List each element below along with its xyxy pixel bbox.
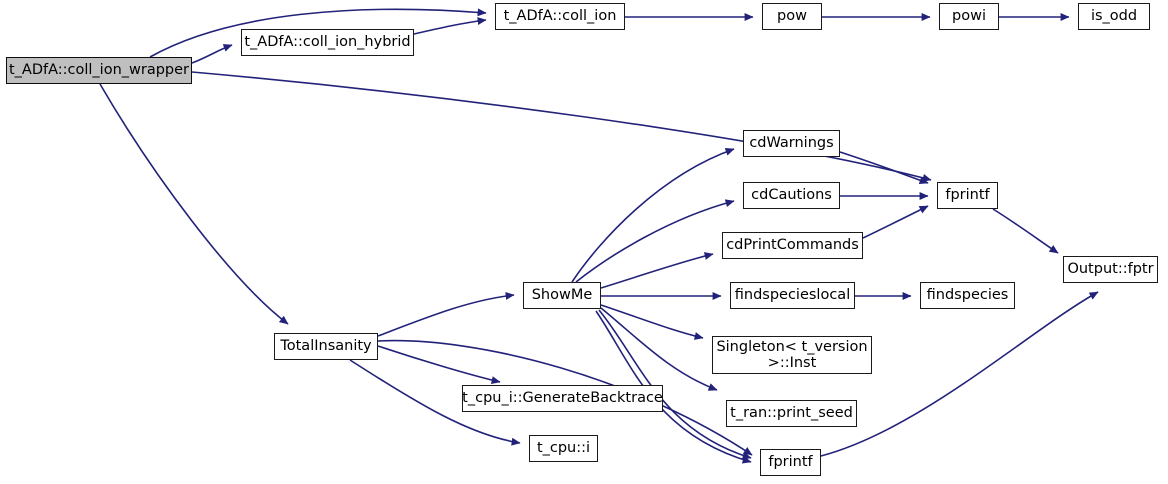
edge-showme-singleton: [600, 304, 704, 340]
edge-showme-cdprintcommands: [600, 252, 714, 289]
node-findspecieslocal[interactable]: findspecieslocal: [730, 282, 855, 309]
edge-showme-printseed: [600, 307, 718, 391]
node-coll_ion_wrapper[interactable]: t_ADfA::coll_ion_wrapper: [6, 57, 192, 84]
edge-wrapper-fprintf: [191, 71, 932, 182]
edge-wrapper-coll_ion: [149, 8, 487, 58]
edge-cdwarnings-fprintf: [839, 151, 929, 185]
node-TotalInsanity[interactable]: TotalInsanity: [274, 333, 378, 360]
edge-totalinsanity-tcpui: [349, 359, 521, 446]
edge-showme-cdwarnings: [571, 148, 735, 283]
node-fprintf_lower[interactable]: fprintf: [760, 449, 821, 476]
edge-showme-fprintf-lower-a: [598, 309, 752, 460]
node-pow[interactable]: pow: [762, 3, 822, 30]
node-fprintf_upper[interactable]: fprintf: [937, 182, 998, 209]
edge-wrapper-hybrid: [191, 44, 233, 64]
node-t_cpu_i[interactable]: t_cpu::i: [529, 435, 598, 462]
edge-fprintf-output: [992, 208, 1059, 254]
edge-totalinsanity-fprintf-lower: [377, 339, 753, 456]
node-coll_ion[interactable]: t_ADfA::coll_ion: [495, 3, 625, 30]
node-powi[interactable]: powi: [939, 3, 999, 30]
node-ShowMe[interactable]: ShowMe: [523, 282, 601, 309]
edge-paths: [99, 8, 1099, 464]
edge-totalinsanity-generatebacktrace: [377, 345, 501, 384]
node-singleton[interactable]: Singleton< t_version >::Inst: [712, 336, 872, 374]
edge-hybrid-coll_ion: [413, 17, 487, 35]
node-cdCautions[interactable]: cdCautions: [743, 182, 840, 209]
edge-showme-cdcautions: [575, 199, 735, 283]
node-findspecies[interactable]: findspecies: [920, 282, 1015, 309]
node-coll_ion_hybrid[interactable]: t_ADfA::coll_ion_hybrid: [241, 29, 414, 56]
node-GenerateBacktrace[interactable]: t_cpu_i::GenerateBacktrace: [462, 385, 663, 412]
edge-fprintf-lower-output: [820, 291, 1099, 457]
node-is_odd[interactable]: is_odd: [1078, 3, 1150, 30]
node-cdWarnings[interactable]: cdWarnings: [743, 130, 840, 157]
node-print_seed[interactable]: t_ran::print_seed: [726, 400, 857, 427]
edge-totalinsanity-showme: [377, 291, 515, 337]
edge-cdprintcommands-fprintf: [862, 205, 929, 239]
edge-wrapper-totalinsanity: [99, 83, 289, 325]
node-cdPrintCommands[interactable]: cdPrintCommands: [722, 232, 863, 259]
node-output_fptr[interactable]: Output::fptr: [1063, 256, 1158, 283]
